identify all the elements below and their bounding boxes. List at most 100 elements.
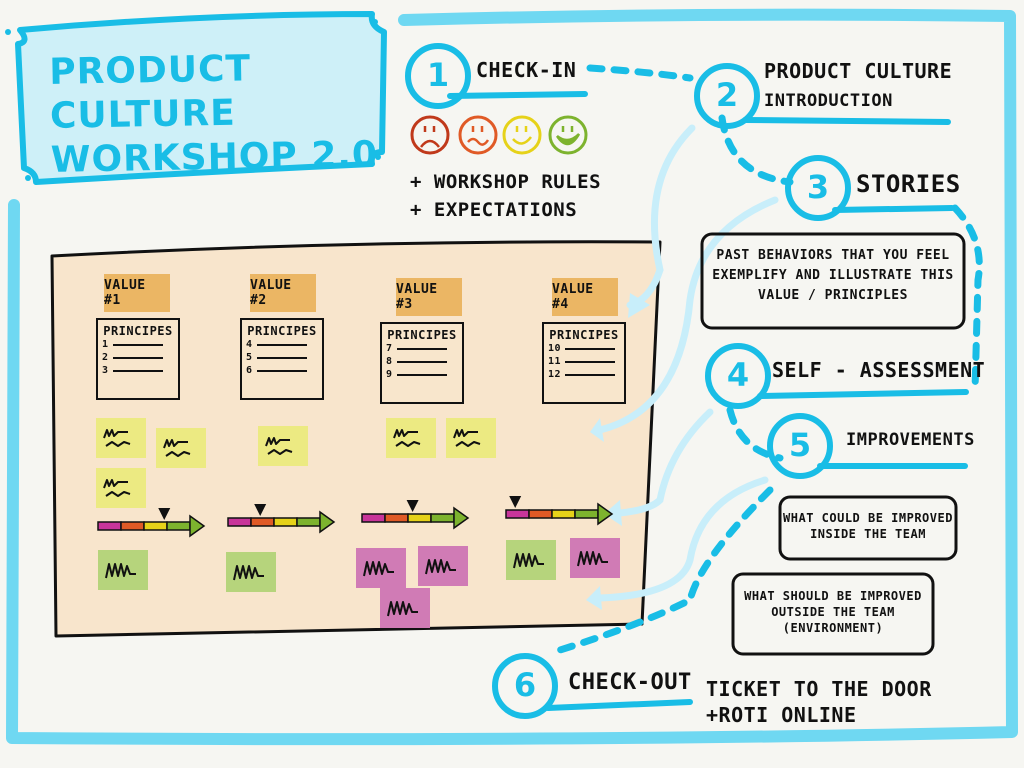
principle-number: 10 (548, 343, 562, 354)
scribble-icon (393, 429, 421, 447)
stories-note-line: VALUE / PRINCIPLES (758, 288, 908, 303)
principle-number: 2 (102, 352, 109, 363)
step-5-label: IMPROVEMENTS (846, 430, 975, 450)
scale-segment (384, 513, 409, 523)
principle-line (112, 369, 163, 372)
scale-arrow-head (597, 502, 614, 526)
scribble-icon (233, 565, 264, 581)
outer-frame (6, 8, 1018, 746)
scale-segment (574, 509, 599, 519)
scale-segment (430, 513, 455, 523)
principle-row: 6 (246, 364, 322, 377)
story-sticky-note (156, 428, 206, 468)
scale-arrow-head (319, 510, 336, 534)
dashed-flow (556, 64, 983, 654)
scale-segment (505, 509, 530, 519)
scribble-icon (453, 429, 481, 447)
improvement-sticky-note (418, 546, 468, 586)
principle-line (396, 373, 447, 376)
arrow-improvements-to-notes (596, 476, 769, 602)
value-tag: VALUE #1 (104, 274, 170, 312)
value-tag: VALUE #4 (552, 278, 618, 316)
step-3-underline (832, 205, 955, 213)
step-1-number: 1 (426, 56, 450, 94)
arrow-heads (586, 293, 650, 610)
principle-row: 3 (102, 364, 178, 377)
step-6-label: CHECK-OUT (568, 670, 692, 695)
principle-row: 5 (246, 351, 322, 364)
checkin-item: + WORKSHOP RULES (410, 171, 602, 193)
scale-segment (143, 521, 168, 531)
step-6-circle (492, 653, 558, 719)
step-2-circle (694, 63, 760, 129)
outside-team-line: OUTSIDE THE TEAM (771, 605, 895, 619)
scale-segment (250, 517, 275, 527)
scale-segment (296, 517, 321, 527)
improvement-sticky-note (356, 548, 406, 588)
principle-number: 3 (102, 365, 109, 376)
scale-segment (227, 517, 252, 527)
assessment-marker-icon (254, 504, 267, 516)
stories-note: PAST BEHAVIORS THAT YOU FEEL EXEMPLIFY A… (704, 246, 962, 306)
assessment-scale (361, 500, 470, 530)
principle-row: 2 (102, 351, 178, 364)
principle-line (256, 356, 307, 359)
step-2-number: 2 (715, 76, 739, 114)
scale-arrow-head (189, 514, 206, 538)
story-sticky-note (386, 418, 436, 458)
step-2-label-line-2: INTRODUCTION (764, 91, 893, 111)
scale-segment (97, 521, 122, 531)
principle-row: 12 (548, 368, 624, 381)
step-4-label: SELF - ASSESSMENT (772, 358, 986, 382)
scribble-icon (387, 601, 418, 617)
inside-team-note: WHAT COULD BE IMPROVED INSIDE THE TEAM (782, 510, 954, 542)
inside-team-line: WHAT COULD BE IMPROVED (783, 511, 953, 525)
title-dot (372, 19, 378, 25)
assessment-marker-icon (406, 500, 419, 512)
value-tag: VALUE #3 (396, 278, 462, 316)
arrow-stories-to-notes (596, 196, 779, 434)
principle-line (112, 343, 163, 346)
principle-row: 1 (102, 338, 178, 351)
improvement-sticky-note (506, 540, 556, 580)
step-6-underline (545, 699, 693, 711)
assessment-marker-icon (158, 508, 171, 520)
title-dot (375, 154, 381, 160)
principle-number: 8 (386, 356, 393, 367)
assessment-scale (97, 508, 206, 538)
principles-title: PRINCIPES (103, 324, 173, 338)
step-1-underline (447, 91, 588, 99)
step-5-circle (767, 413, 833, 479)
checkin-items: + WORKSHOP RULES + EXPECTATIONS (410, 168, 601, 224)
outside-team-line: WHAT SHOULD BE IMPROVED (744, 589, 922, 603)
scale-segment (551, 509, 576, 519)
stories-note-line: PAST BEHAVIORS THAT YOU FEEL (716, 248, 950, 263)
principle-line (565, 373, 616, 376)
step-4-circle (705, 343, 771, 409)
stories-note-line: EXEMPLIFY AND ILLUSTRATE THIS (712, 268, 954, 283)
principle-line (256, 343, 307, 346)
step-1-label: CHECK-IN (476, 58, 577, 82)
title-frame (15, 11, 387, 185)
very-sad-face-icon (410, 115, 450, 155)
story-sticky-note (446, 418, 496, 458)
stories-note-box (700, 232, 966, 330)
assessment-marker-icon (509, 496, 522, 508)
mood-faces (410, 115, 588, 155)
step-2-underline (742, 117, 951, 125)
scale-segment (273, 517, 298, 527)
scribble-icon (103, 479, 131, 497)
scribble-icon (363, 561, 394, 577)
scribble-icon (513, 553, 544, 569)
title-dot (5, 29, 11, 35)
principle-line (396, 360, 447, 363)
arrow-self-assessment-to-scale (616, 408, 714, 517)
principle-line (565, 360, 616, 363)
value-tag: VALUE #2 (250, 274, 316, 312)
improvement-sticky-note (570, 538, 620, 578)
principle-number: 9 (386, 369, 393, 380)
principle-row: 10 (548, 342, 624, 355)
